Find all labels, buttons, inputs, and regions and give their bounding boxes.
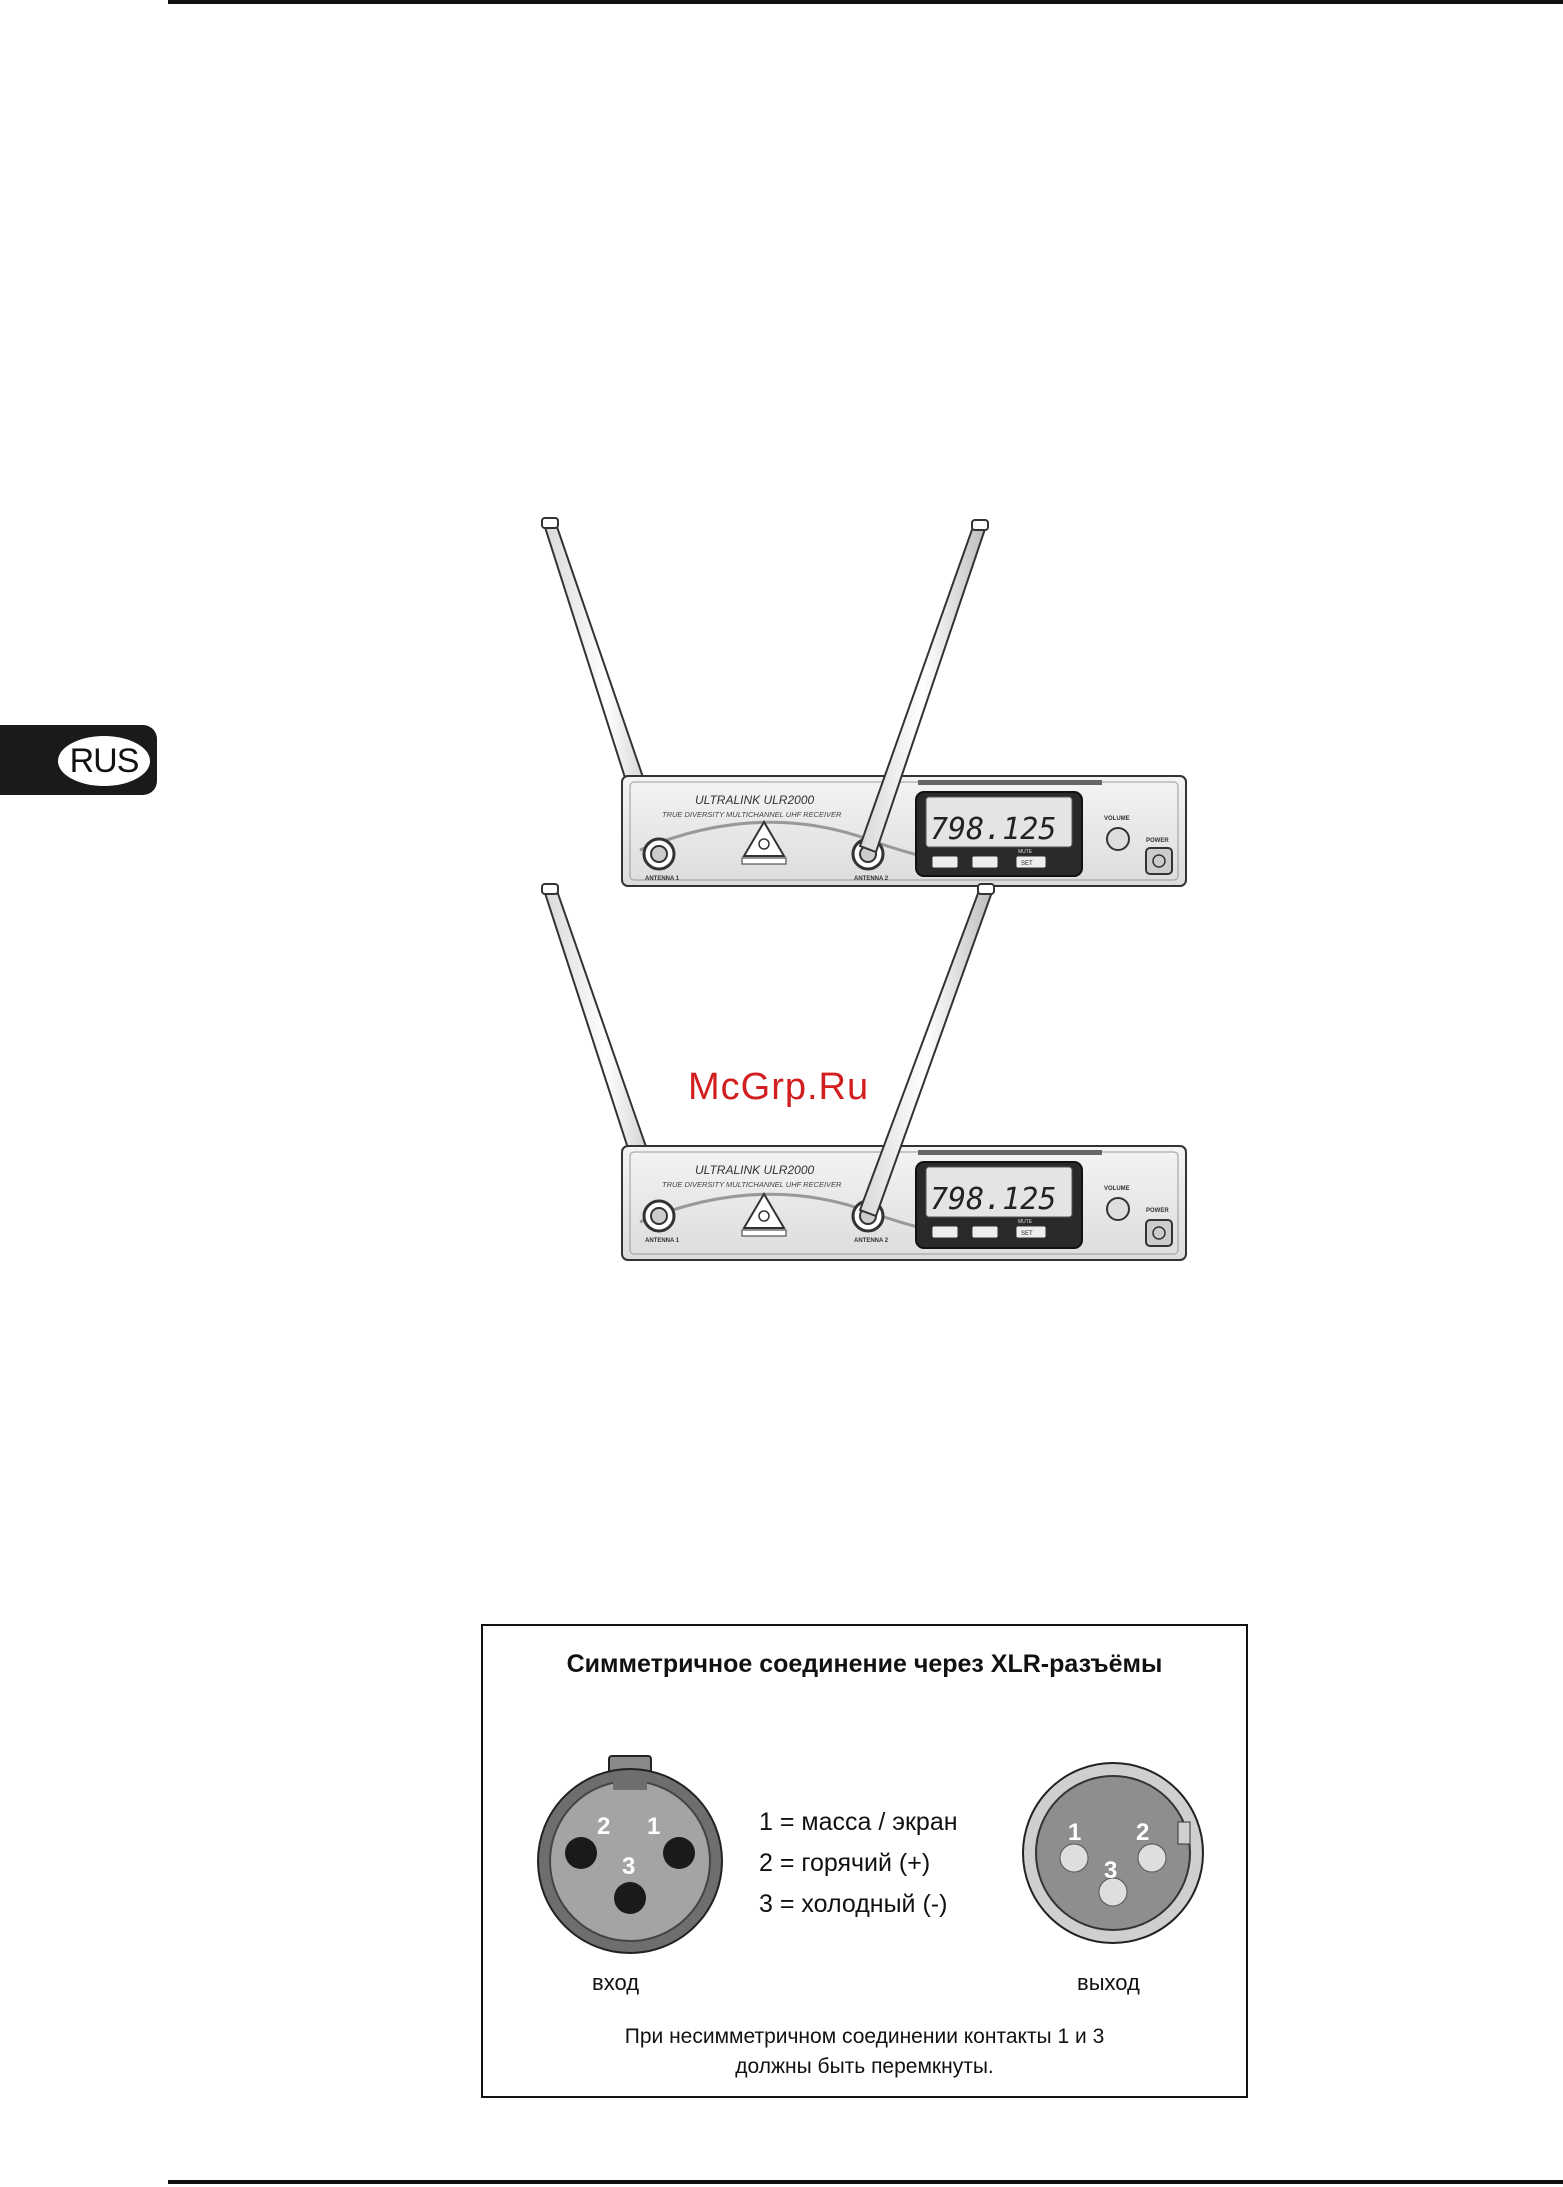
xlr-male-output-connector: 1 2 3 bbox=[1018, 1758, 1208, 1948]
receiver-1-mute-label: MUTE bbox=[1018, 849, 1033, 855]
receiver-2-antenna-1-label: ANTENNA 1 bbox=[645, 1238, 680, 1244]
receiver-illustration: ULTRALINK ULR2000 TRUE DIVERSITY MULTICH… bbox=[520, 510, 1220, 1270]
bottom-rule bbox=[168, 2180, 1563, 2184]
receiver-1-frequency-display: 798.125 bbox=[930, 812, 1056, 847]
xlr-wiring-box: Симметричное соединение через XLR-разъём… bbox=[481, 1624, 1248, 2098]
watermark: McGrp.Ru bbox=[688, 1066, 870, 1108]
pin-legend: 1 = масса / экран 2 = горячий (+) 3 = хо… bbox=[759, 1802, 958, 1925]
receiver-1-set-button-label: SET bbox=[1021, 861, 1033, 867]
receiver-2-subtitle: TRUE DIVERSITY MULTICHANNEL UHF RECEIVER bbox=[662, 1180, 842, 1189]
receiver-2-frequency-display: 798.125 bbox=[930, 1182, 1056, 1217]
receiver-2-set-button-label: SET bbox=[1021, 1231, 1033, 1237]
input-pin-3-label: 3 bbox=[622, 1853, 635, 1880]
volume-knob-1 bbox=[1106, 827, 1130, 851]
volume-knob-2 bbox=[1106, 1197, 1130, 1221]
output-pin-1-label: 1 bbox=[1068, 1819, 1081, 1846]
power-icon-2 bbox=[1152, 1226, 1166, 1240]
antenna-right-1 bbox=[858, 519, 989, 854]
power-button-1 bbox=[1145, 847, 1173, 875]
input-pin-1-label: 1 bbox=[647, 1813, 660, 1840]
receiver-2-antenna-2-label: ANTENNA 2 bbox=[854, 1238, 889, 1244]
output-caption: выход bbox=[1077, 1970, 1140, 1995]
antenna-right-2 bbox=[858, 883, 995, 1218]
receiver-1: ULTRALINK ULR2000 TRUE DIVERSITY MULTICH… bbox=[541, 517, 1187, 887]
power-button-2 bbox=[1145, 1219, 1173, 1247]
receiver-1-brand: ULTRALINK ULR2000 bbox=[695, 793, 814, 807]
receiver-2-brand: ULTRALINK ULR2000 bbox=[695, 1163, 814, 1177]
power-icon-1 bbox=[1152, 854, 1166, 868]
unbalanced-note: При несимметричном соединении контакты 1… bbox=[483, 2022, 1246, 2082]
receiver-1-power-label: POWER bbox=[1146, 838, 1169, 844]
legend-pin-2: 2 = горячий (+) bbox=[759, 1849, 931, 1877]
receiver-1-antenna-2-label: ANTENNA 2 bbox=[854, 876, 889, 882]
input-pin-2-label: 2 bbox=[597, 1813, 610, 1840]
xlr-female-input-connector: 2 1 3 bbox=[525, 1746, 735, 1956]
receiver-2-power-label: POWER bbox=[1146, 1208, 1169, 1214]
receiver-1-subtitle: TRUE DIVERSITY MULTICHANNEL UHF RECEIVER bbox=[662, 810, 842, 819]
language-tab: RUS bbox=[0, 725, 157, 795]
behringer-logo-2 bbox=[741, 1192, 787, 1237]
output-pin-2-label: 2 bbox=[1136, 1819, 1149, 1846]
note-line-2: должны быть перемкнуты. bbox=[735, 2055, 994, 2078]
display-panel-1: 798.125 SET MUTE bbox=[915, 791, 1083, 877]
behringer-logo-1 bbox=[741, 820, 787, 865]
receiver-1-antenna-1-label: ANTENNA 1 bbox=[645, 876, 680, 882]
receiver-2: ULTRALINK ULR2000 TRUE DIVERSITY MULTICH… bbox=[541, 883, 1187, 1261]
display-panel-2: 798.125 SET MUTE bbox=[915, 1161, 1083, 1249]
xlr-title: Симметричное соединение через XLR-разъём… bbox=[566, 1650, 1163, 1678]
input-caption: вход bbox=[592, 1970, 640, 1995]
legend-pin-1: 1 = масса / экран bbox=[759, 1808, 958, 1836]
top-rule bbox=[168, 0, 1563, 4]
receiver-2-mute-label: MUTE bbox=[1018, 1219, 1033, 1225]
receiver-2-volume-label: VOLUME bbox=[1104, 1186, 1130, 1192]
receiver-1-volume-label: VOLUME bbox=[1104, 816, 1130, 822]
language-badge: RUS bbox=[58, 736, 150, 786]
legend-pin-3: 3 = холодный (-) bbox=[759, 1890, 948, 1918]
output-pin-3-label: 3 bbox=[1104, 1857, 1117, 1884]
note-line-1: При несимметричном соединении контакты 1… bbox=[624, 2025, 1105, 2048]
